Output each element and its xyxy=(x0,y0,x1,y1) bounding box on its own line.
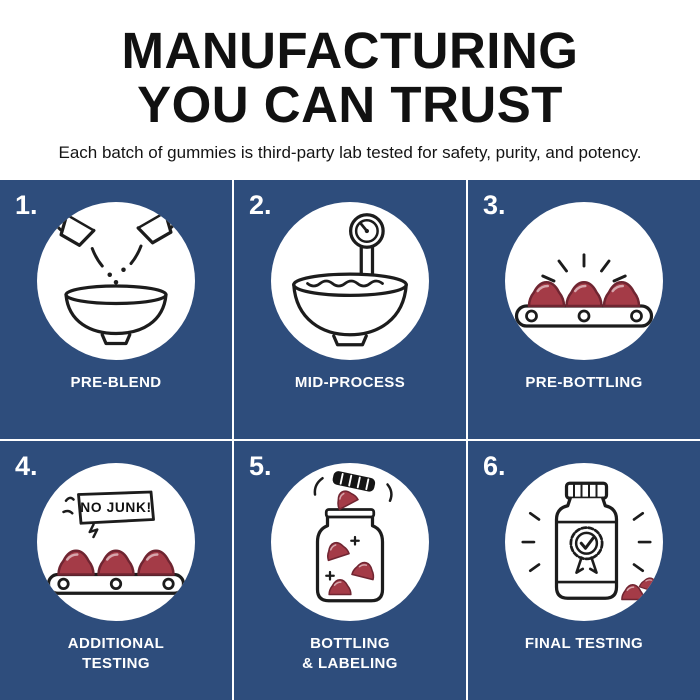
sparkles xyxy=(325,535,360,581)
step-label: PRE-BOTTLING xyxy=(525,374,643,391)
gummy xyxy=(527,281,566,308)
step-label: BOTTLING & LABELING xyxy=(302,635,398,672)
measuring-cup-right-icon xyxy=(136,210,178,245)
shine-rays xyxy=(541,253,627,283)
step-number: 6. xyxy=(483,451,506,481)
final-testing-illustration xyxy=(505,463,663,621)
gummies-on-conveyor-icon xyxy=(514,253,654,328)
step-label: ADDITIONAL TESTING xyxy=(67,635,165,672)
bottling-illustration xyxy=(271,463,429,621)
sparkles xyxy=(521,511,652,573)
step-label: MID-PROCESS xyxy=(294,374,406,391)
jar-icon xyxy=(315,508,385,603)
step-number: 1. xyxy=(15,190,38,220)
award-badge-icon xyxy=(569,526,604,574)
measuring-cup-left-icon xyxy=(54,213,96,247)
check-icon xyxy=(579,536,595,550)
pour-streams xyxy=(90,244,143,285)
speech-bubble-icon xyxy=(62,490,155,539)
motion-arc xyxy=(313,477,324,496)
gummy xyxy=(602,281,641,308)
step-cell-mid-process: 2. xyxy=(234,180,466,439)
jar-cap-icon xyxy=(332,471,376,492)
step-cell-pre-bottling: 3. xyxy=(468,180,700,439)
gummy xyxy=(332,486,359,511)
gummy xyxy=(565,281,603,308)
no-junk-text: NO JUNK! xyxy=(80,500,151,515)
gummy xyxy=(638,574,659,593)
step-number: 4. xyxy=(15,451,38,481)
step-number: 3. xyxy=(483,190,506,220)
step-label: FINAL TESTING xyxy=(524,635,644,652)
conveyor-belt-icon xyxy=(514,304,654,328)
gummies-no-junk-icon: NO JUNK! xyxy=(46,490,186,595)
gauge-icon xyxy=(349,213,385,249)
bottle-icon xyxy=(554,481,619,600)
pre-blend-illustration xyxy=(37,202,195,360)
step-number: 5. xyxy=(249,451,272,481)
ribbon-tails xyxy=(575,556,598,574)
pre-bottling-illustration xyxy=(505,202,663,360)
mid-process-illustration xyxy=(271,202,429,360)
page-subtitle: Each batch of gummies is third-party lab… xyxy=(58,143,642,163)
step-number: 2. xyxy=(249,190,272,220)
measuring-cups-pouring-into-bowl-icon xyxy=(54,210,178,346)
gummy xyxy=(97,549,135,576)
motion-arc xyxy=(386,483,393,502)
additional-testing-illustration: NO JUNK! xyxy=(37,463,195,621)
jar-filling-icon xyxy=(313,471,393,603)
page-title: MANUFACTURING YOU CAN TRUST xyxy=(121,22,579,133)
bowl-icon xyxy=(64,284,168,346)
step-cell-additional-testing: 4. xyxy=(0,441,232,700)
steps-grid: 1. xyxy=(0,180,700,700)
mixing-bowl-with-gauge-icon xyxy=(292,213,408,347)
step-cell-final-testing: 6. xyxy=(468,441,700,700)
gummy xyxy=(57,549,95,576)
step-cell-pre-blend: 1. xyxy=(0,180,232,439)
bottle-award-icon xyxy=(521,481,659,601)
step-cell-bottling-labeling: 5. xyxy=(234,441,466,700)
mixing-bowl-icon xyxy=(292,272,408,347)
step-label: PRE-BLEND xyxy=(70,374,162,391)
gummy xyxy=(137,549,175,576)
conveyor-belt-icon xyxy=(46,572,186,595)
header: MANUFACTURING YOU CAN TRUST Each batch o… xyxy=(0,0,700,180)
